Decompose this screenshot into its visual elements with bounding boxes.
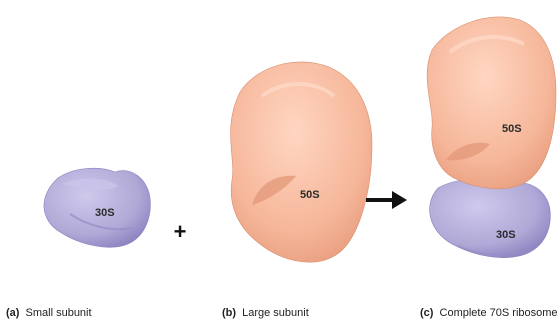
caption-c: (c) Complete 70S ribosome [420,307,558,319]
caption-b-text: Large subunit [242,307,309,319]
caption-a-letter: (a) [6,307,20,319]
caption-a: (a) Small subunit [6,307,92,319]
complete-large-label: 50S [502,123,522,135]
caption-a-text: Small subunit [26,307,92,319]
caption-b-letter: (b) [222,307,236,319]
plus-symbol: + [174,219,187,244]
complete-small-label: 30S [496,229,516,241]
complete-small-subunit: 30S [430,179,551,258]
caption-c-text: Complete 70S ribosome [440,307,558,319]
complete-ribosome-70s: 30S 50S [427,17,556,258]
large-subunit-50s: 50S [231,62,372,262]
caption-b: (b) Large subunit [222,307,309,319]
small-subunit-label: 30S [95,207,115,219]
arrow-symbol: → [0,0,1,1]
caption-c-letter: (c) [420,307,434,319]
complete-large-subunit: 50S [427,17,556,189]
large-subunit-label: 50S [300,189,320,201]
small-subunit-30s: 30S [44,168,150,247]
